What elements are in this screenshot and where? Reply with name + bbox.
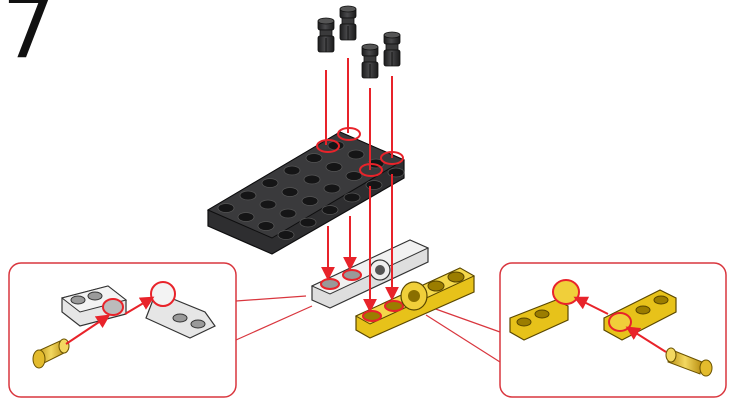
- callout-connector-left-bottom: [235, 305, 313, 341]
- plate-hole: [277, 230, 295, 240]
- pin-icon: [665, 347, 713, 377]
- arrow-icon: [573, 296, 609, 315]
- plate-hole: [365, 180, 383, 190]
- plate-hole: [239, 190, 257, 201]
- beam-icon: [145, 281, 216, 339]
- highlight-holes: [316, 127, 404, 177]
- plate-hole: [237, 212, 255, 222]
- plate-hole: [283, 165, 301, 176]
- pin-icon: [317, 17, 335, 53]
- step-number: 7: [2, 0, 56, 77]
- beam-icon: [60, 285, 128, 327]
- callout-connector-right-top: [429, 306, 501, 333]
- pin-icon: [361, 43, 379, 79]
- pin-icon: [383, 31, 401, 67]
- arrow-icon: [625, 326, 667, 353]
- plate-hole: [281, 187, 299, 197]
- plate-hole: [303, 174, 321, 185]
- beam-icon: [603, 289, 677, 341]
- callout-right: [499, 262, 727, 398]
- plate-hole: [325, 162, 343, 172]
- plate-hole: [387, 167, 405, 178]
- plate-hole: [321, 205, 339, 215]
- plate-hole: [347, 149, 365, 160]
- plate-hole: [261, 178, 279, 188]
- arrow-icon: [65, 314, 111, 345]
- callout-connector-left-top: [235, 295, 307, 302]
- plate-hole: [217, 203, 235, 213]
- plate-hole: [305, 153, 323, 163]
- arrow-icon: [124, 296, 155, 315]
- callout-left: [8, 262, 237, 398]
- guide-lines: [321, 58, 399, 313]
- callout-connector-right-bottom: [425, 314, 501, 363]
- plate-hole: [299, 217, 317, 228]
- pin-icon: [339, 5, 357, 41]
- plate-hole: [257, 221, 275, 231]
- plate-hole: [323, 183, 341, 194]
- plate-hole: [279, 208, 297, 219]
- plate-icon: [206, 131, 406, 255]
- plate-hole: [301, 196, 319, 206]
- beam-icon: [354, 267, 476, 339]
- beam-icon: [509, 279, 580, 341]
- plate-hole: [343, 192, 361, 203]
- plate-hole: [259, 199, 277, 210]
- plate-hole: [345, 171, 363, 181]
